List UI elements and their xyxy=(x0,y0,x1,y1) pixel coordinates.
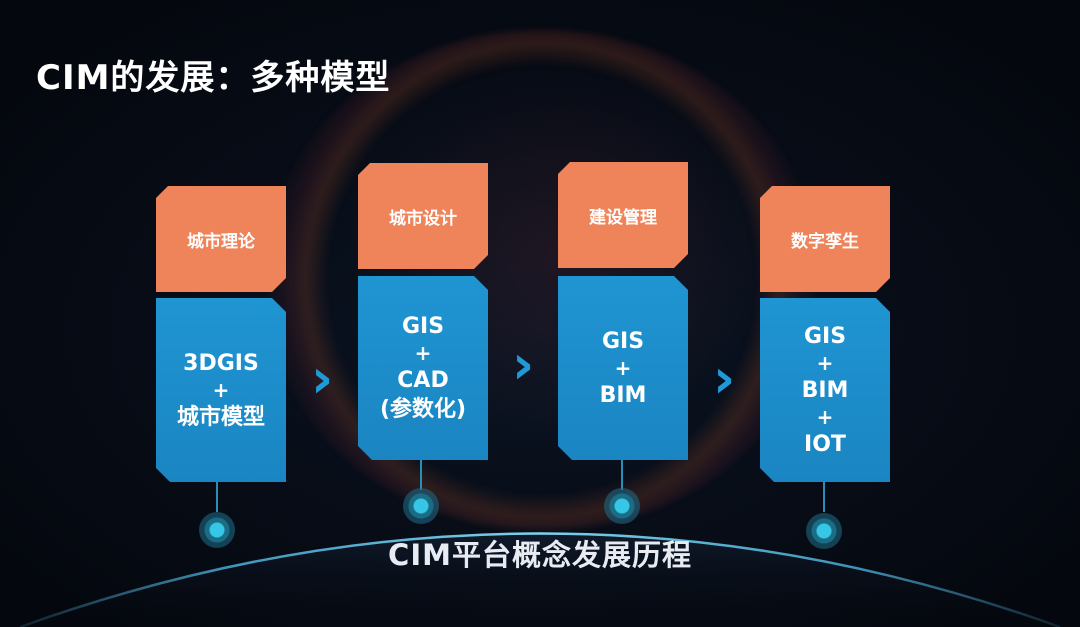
planet-halo xyxy=(262,30,822,530)
phase-label: 数字孪生 xyxy=(760,186,890,292)
phase-label: 建设管理 xyxy=(558,162,688,268)
model-line: (参数化) xyxy=(379,397,467,422)
chevron-right-icon: › xyxy=(713,347,736,410)
model-line: + xyxy=(816,404,834,429)
connector-stem xyxy=(823,482,825,512)
model-line: 3DGIS xyxy=(183,350,259,376)
timeline-node xyxy=(403,488,439,524)
chevron-right-icon: › xyxy=(311,347,334,410)
timeline-node xyxy=(604,488,640,524)
model-line: + xyxy=(414,341,432,365)
timeline-node xyxy=(806,513,842,549)
connector-stem xyxy=(621,460,623,490)
model-line: + xyxy=(816,350,834,375)
page-title: CIM的发展：多种模型 xyxy=(36,58,391,98)
phase-label: 城市设计 xyxy=(358,163,488,269)
timeline-caption: CIM平台概念发展历程 xyxy=(388,538,692,572)
model-line: IOT xyxy=(804,431,846,457)
model-line: 城市模型 xyxy=(176,404,265,430)
model-box: GIS + BIM xyxy=(558,276,688,460)
phase-label: 城市理论 xyxy=(156,186,286,292)
chevron-right-icon: › xyxy=(512,333,535,396)
model-box: GIS + BIM + IOT xyxy=(760,298,890,482)
timeline-node xyxy=(199,512,235,548)
model-line: CAD xyxy=(397,368,449,393)
model-box: 3DGIS + 城市模型 xyxy=(156,298,286,482)
connector-stem xyxy=(216,482,218,512)
model-line: GIS xyxy=(401,314,445,339)
model-line: + xyxy=(614,355,632,380)
model-line: GIS xyxy=(803,323,847,349)
timeline-arc xyxy=(19,532,1061,627)
connector-stem xyxy=(420,460,422,490)
model-box: GIS + CAD (参数化) xyxy=(358,276,488,460)
model-line: BIM xyxy=(801,377,849,403)
model-line: GIS xyxy=(601,328,645,354)
model-line: BIM xyxy=(599,382,647,408)
model-line: + xyxy=(212,377,230,402)
